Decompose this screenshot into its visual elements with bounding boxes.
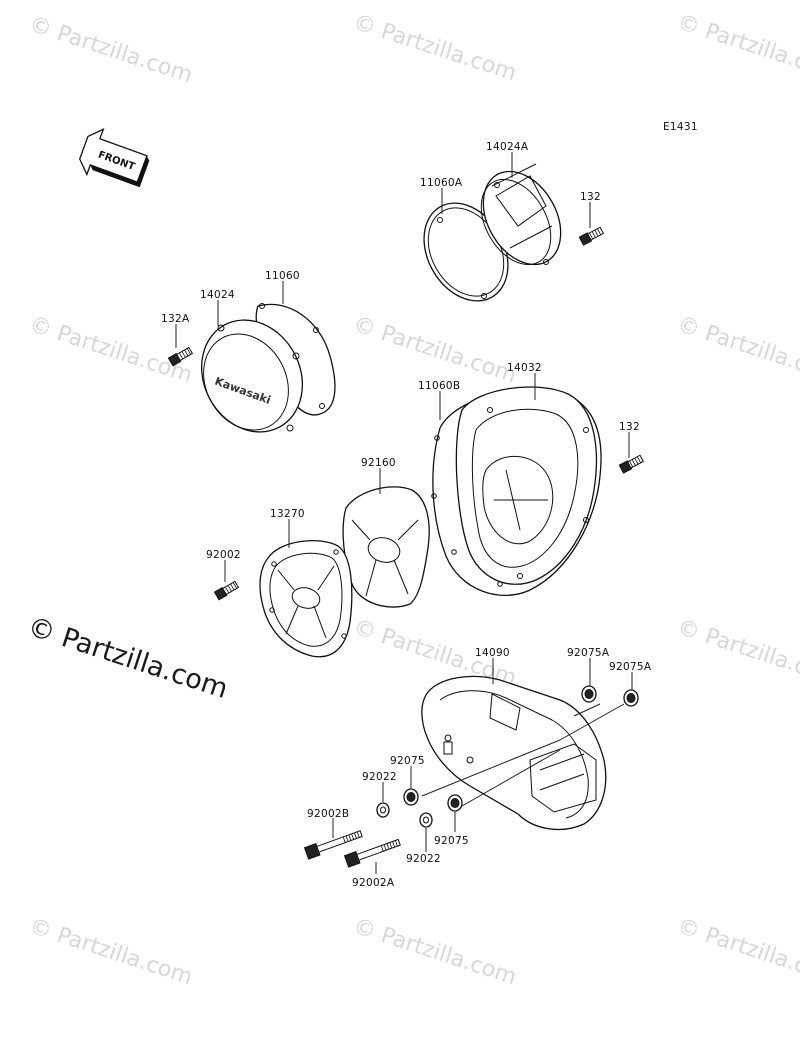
part-13270-plate <box>259 540 353 658</box>
leader-lines <box>175 152 633 874</box>
watermark-text: © Partzilla.com <box>26 12 195 88</box>
callout-92075A: 92075A <box>567 647 610 659</box>
callout-132A: 132A <box>161 313 190 325</box>
callout-132: 132 <box>619 421 640 433</box>
watermark-main: © Partzilla.com <box>24 611 232 705</box>
callout-132: 132 <box>580 191 601 203</box>
part-14090-cover <box>421 675 607 831</box>
part-14024A-cover <box>480 163 562 266</box>
watermark-text: © Partzilla.com <box>674 615 800 691</box>
part-92075-grommet <box>403 788 419 806</box>
watermark-text: © Partzilla.com <box>26 914 195 990</box>
part-14032-cover <box>455 386 598 585</box>
callout-92002B: 92002B <box>307 808 349 820</box>
part-92022-washer <box>419 812 433 828</box>
callout-92002: 92002 <box>206 549 241 561</box>
watermark-text: © Partzilla.com <box>674 10 800 86</box>
callout-14024A: 14024A <box>486 141 529 153</box>
part-132-bolt <box>618 454 645 474</box>
callout-11060B: 11060B <box>418 380 460 392</box>
part-92002-bolt <box>213 580 240 601</box>
callout-14090: 14090 <box>475 647 510 659</box>
watermark-text: © Partzilla.com <box>350 312 519 388</box>
callout-14024: 14024 <box>200 289 235 301</box>
callout-labels: 14024A 11060A 132 11060 14024 132A 14032… <box>161 141 652 889</box>
callout-92022: 92022 <box>406 853 441 865</box>
callout-92075A: 92075A <box>609 661 652 673</box>
part-92160-plate <box>342 486 430 608</box>
callout-11060A: 11060A <box>420 177 463 189</box>
part-92075-grommet <box>447 794 463 812</box>
watermark-text: © Partzilla.com <box>674 914 800 990</box>
callout-92160: 92160 <box>361 457 396 469</box>
callout-92075: 92075 <box>434 835 469 847</box>
callout-92022: 92022 <box>362 771 397 783</box>
part-92075A-grommet <box>581 685 597 703</box>
callout-11060: 11060 <box>265 270 300 282</box>
callout-14032: 14032 <box>507 362 542 374</box>
part-92002B-bolt <box>303 830 363 860</box>
watermark-text: © Partzilla.com <box>674 312 800 388</box>
part-14024-cover: Kawasaki <box>200 319 304 433</box>
part-92002A-bolt <box>343 838 401 868</box>
callout-92002A: 92002A <box>352 877 395 889</box>
part-132-bolt <box>578 226 605 246</box>
front-arrow-icon: FRONT <box>79 128 150 188</box>
watermark-text: © Partzilla.com <box>350 10 519 86</box>
callout-92075: 92075 <box>390 755 425 767</box>
part-132A-bolt <box>167 346 194 367</box>
part-92022-washer <box>376 802 390 818</box>
part-92075A-grommet <box>623 689 639 707</box>
diagram-code: E1431 <box>663 121 698 133</box>
callout-13270: 13270 <box>270 508 305 520</box>
watermark-text: © Partzilla.com <box>350 914 519 990</box>
